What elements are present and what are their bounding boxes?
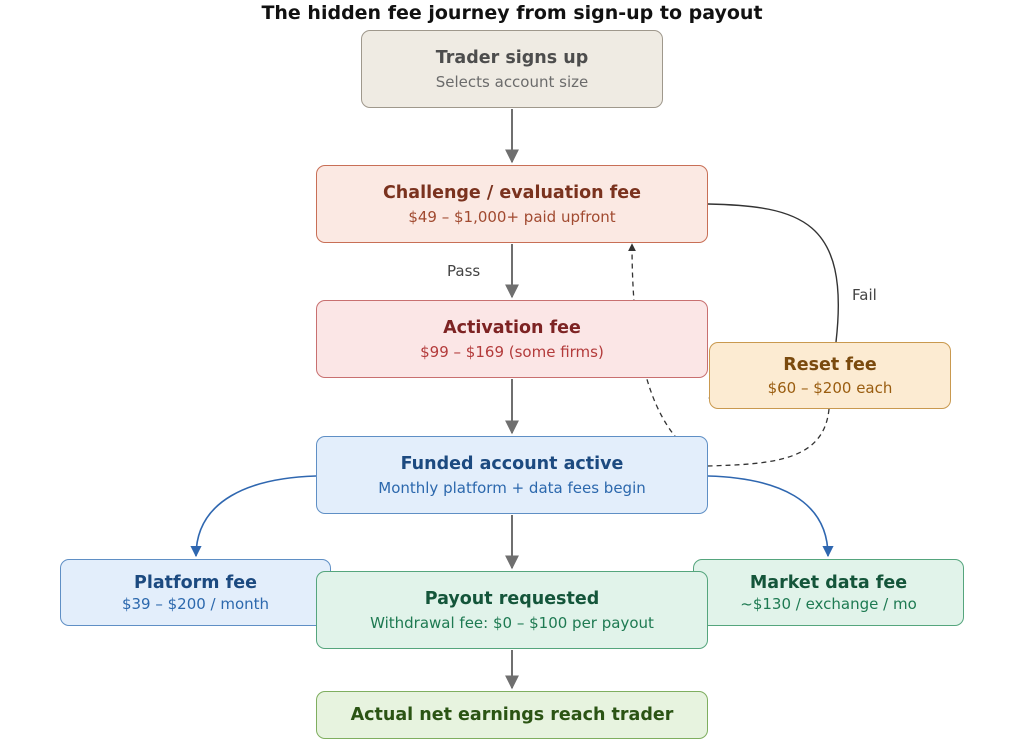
node-title: Actual net earnings reach trader bbox=[350, 705, 674, 725]
edge-funded-marketdata bbox=[707, 475, 834, 558]
node-trader-signs-up: Trader signs up Selects account size bbox=[361, 30, 663, 108]
node-title: Payout requested bbox=[424, 588, 600, 609]
node-reset-fee: Reset fee $60 – $200 each bbox=[709, 342, 951, 409]
node-title: Activation fee bbox=[443, 317, 581, 338]
node-subtitle: $60 – $200 each bbox=[767, 378, 893, 397]
node-title: Market data fee bbox=[749, 572, 908, 593]
edge-label-fail: Fail bbox=[852, 286, 877, 304]
node-market-data-fee: Market data fee ~$130 / exchange / mo bbox=[693, 559, 964, 626]
node-challenge-fee: Challenge / evaluation fee $49 – $1,000+… bbox=[316, 165, 708, 243]
node-subtitle: $49 – $1,000+ paid upfront bbox=[408, 207, 616, 226]
edge-funded-platform bbox=[190, 475, 317, 558]
node-subtitle: $39 – $200 / month bbox=[121, 594, 270, 613]
node-payout-requested: Payout requested Withdrawal fee: $0 – $1… bbox=[316, 571, 708, 649]
node-activation-fee: Activation fee $99 – $169 (some firms) bbox=[316, 300, 708, 378]
diagram-title: The hidden fee journey from sign-up to p… bbox=[261, 2, 763, 24]
node-subtitle: Monthly platform + data fees begin bbox=[378, 478, 646, 497]
node-title: Reset fee bbox=[783, 354, 877, 375]
edge-label-pass: Pass bbox=[447, 262, 481, 280]
edge-challenge-reset-fail bbox=[707, 203, 840, 343]
node-subtitle: $99 – $169 (some firms) bbox=[420, 342, 604, 361]
node-title: Challenge / evaluation fee bbox=[382, 182, 642, 203]
node-funded-account: Funded account active Monthly platform +… bbox=[316, 436, 708, 514]
node-title: Funded account active bbox=[400, 453, 624, 474]
node-title: Platform fee bbox=[134, 572, 257, 593]
node-subtitle: Withdrawal fee: $0 – $100 per payout bbox=[370, 613, 654, 632]
node-net-earnings: Actual net earnings reach trader bbox=[316, 691, 708, 739]
node-title: Trader signs up bbox=[435, 47, 589, 68]
edge-reset-retry-dashed bbox=[628, 243, 830, 467]
node-platform-fee: Platform fee $39 – $200 / month bbox=[60, 559, 331, 626]
node-subtitle: Selects account size bbox=[435, 72, 589, 91]
node-subtitle: ~$130 / exchange / mo bbox=[740, 594, 917, 613]
